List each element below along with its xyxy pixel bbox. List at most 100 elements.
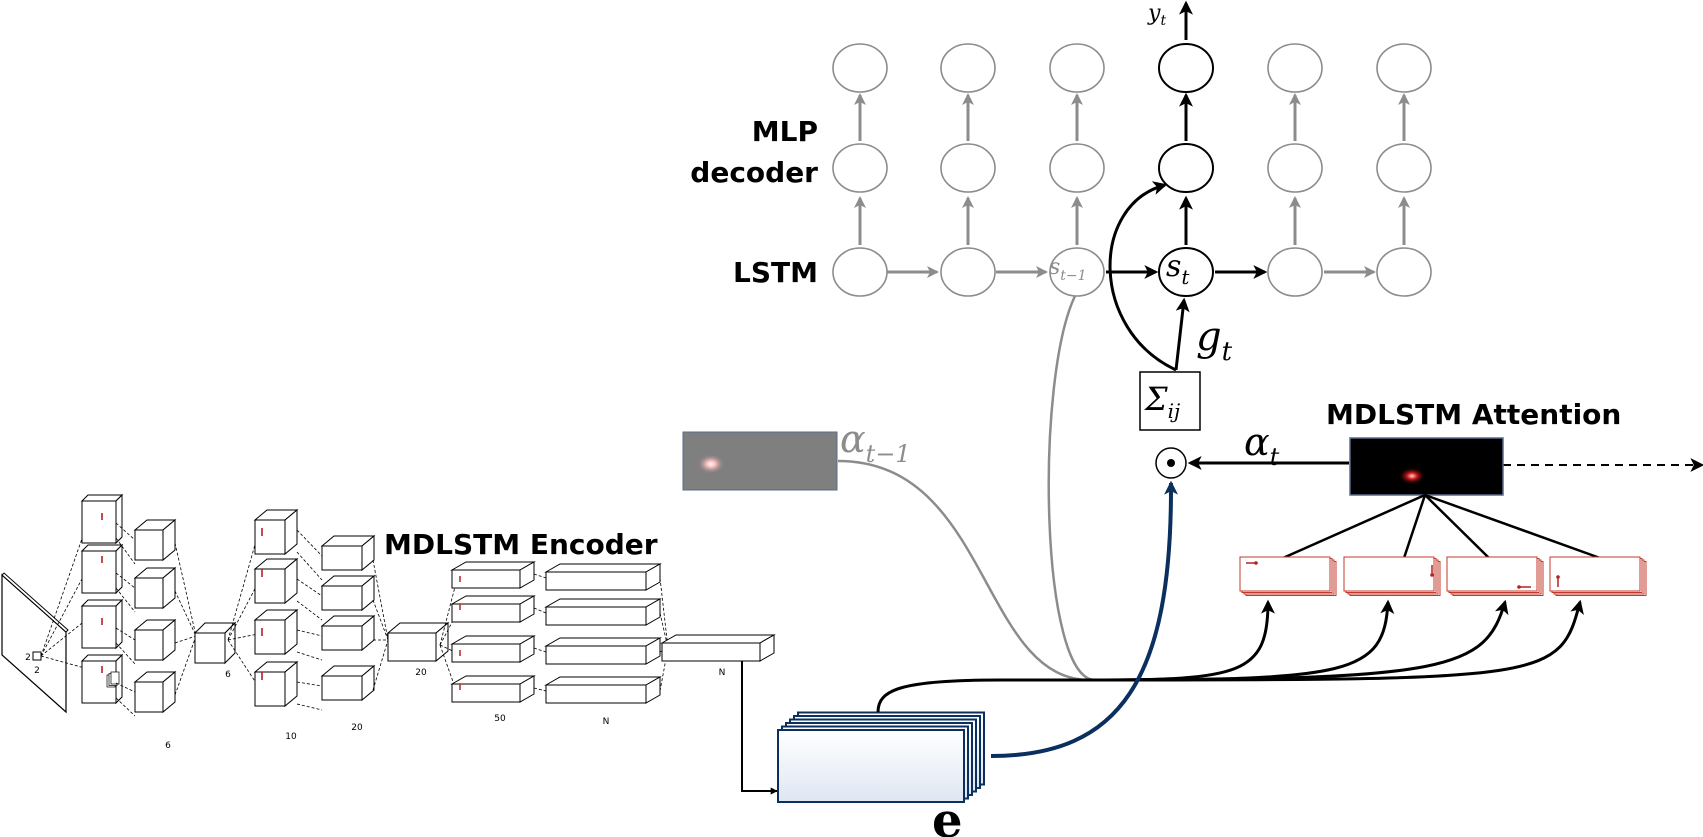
output-node xyxy=(1267,43,1323,93)
lstm-node xyxy=(1376,247,1432,297)
input-image xyxy=(1,573,67,714)
attention-maps: αt−1 MDLSTM Attention xyxy=(682,398,1621,496)
s-t-minus-1-label: st−1 xyxy=(1049,255,1087,284)
encoder-link xyxy=(40,509,93,657)
dim-label: 20 xyxy=(415,668,427,678)
direction-arrowhead-icon xyxy=(1517,585,1521,589)
merge-block xyxy=(386,621,450,663)
output-node xyxy=(1376,43,1432,93)
encoder-link xyxy=(174,635,197,644)
direction-arrowhead-icon xyxy=(1556,575,1560,579)
mdlstm-block xyxy=(450,561,536,589)
dim-label: 2 xyxy=(25,653,31,663)
encoder-link xyxy=(174,635,197,696)
lstm-node xyxy=(1267,247,1323,297)
encoder-link xyxy=(533,573,547,579)
connections xyxy=(837,295,1584,758)
conv-block xyxy=(320,534,376,572)
e-label: e xyxy=(932,793,963,837)
encoder-link xyxy=(115,587,136,613)
conv-block xyxy=(320,614,376,652)
output-node xyxy=(1049,43,1105,93)
alpha-t-minus-1-label: αt−1 xyxy=(840,417,911,468)
output-node xyxy=(1158,43,1214,93)
mdlstm-panel xyxy=(80,598,124,650)
conv-block xyxy=(544,676,662,704)
mdlstm-panel xyxy=(80,493,124,545)
feature-map-stack xyxy=(777,711,985,803)
encoder-link xyxy=(227,633,259,641)
conv-block xyxy=(544,637,662,665)
sigma-label: Σij xyxy=(1144,380,1180,423)
output-node xyxy=(832,43,888,93)
dim-label: 50 xyxy=(494,714,506,724)
decoder-vertical-arrows xyxy=(854,92,1410,245)
conv-block xyxy=(133,618,177,662)
encoder-link xyxy=(115,572,136,589)
encoder-link xyxy=(659,577,669,649)
dim-label: 2 xyxy=(34,666,40,676)
encoder-link xyxy=(439,578,458,646)
attention-layer-sheet xyxy=(1549,556,1641,592)
encoder-link xyxy=(533,687,547,692)
decoder-label: decoder xyxy=(690,156,818,189)
feature-map-e: e xyxy=(741,661,985,837)
lstm-node xyxy=(1049,247,1105,297)
encoder-link xyxy=(115,522,136,541)
dim-label: 20 xyxy=(351,723,363,733)
encoder-link xyxy=(296,600,323,621)
glimpse-block: gt Σij αt xyxy=(1108,181,1703,479)
input-image-edge xyxy=(1,572,69,633)
attention-mdlstm-layers xyxy=(1239,493,1647,596)
conv-block xyxy=(320,574,376,612)
encoder-link xyxy=(227,582,259,641)
lstm-node xyxy=(832,247,888,297)
dim-label: 6 xyxy=(225,670,231,680)
alpha-t-label: αt xyxy=(1244,420,1280,471)
direction-arrowhead-icon xyxy=(1430,573,1434,577)
encoder-link xyxy=(372,559,389,641)
lstm-node xyxy=(1158,247,1214,297)
mdlstm-block xyxy=(450,675,536,703)
lstm-node xyxy=(940,247,996,297)
mdlstm-block xyxy=(253,508,299,556)
encoder-link xyxy=(174,590,197,637)
conv-block xyxy=(544,563,662,591)
attention-layer-sheet xyxy=(1239,556,1331,592)
encoder-link xyxy=(296,681,323,687)
mdlstm-block xyxy=(253,608,299,656)
encoder-link xyxy=(372,639,389,691)
mlp-node xyxy=(940,143,996,193)
mdlstm-encoder-label: MDLSTM Encoder xyxy=(384,528,658,561)
mlp-node xyxy=(1049,143,1105,193)
dim-label: N xyxy=(719,668,726,678)
mdlstm-encoder: MDLSTM Encoder 22 6 6 10 20 20 50 N N xyxy=(1,493,776,751)
g-t-label: gt xyxy=(1196,314,1233,367)
conv-block xyxy=(133,518,177,562)
mdlstm-attention-label: MDLSTM Attention xyxy=(1326,398,1621,431)
subsample-grid xyxy=(110,671,120,685)
encoder-link xyxy=(659,612,669,649)
conv-block xyxy=(320,664,376,702)
feature-map-sheet xyxy=(777,729,965,803)
encoder-link xyxy=(296,629,323,637)
encoder-link xyxy=(115,537,136,565)
dim-label: 10 xyxy=(285,732,297,742)
output-node xyxy=(940,43,996,93)
mlp-label: MLP xyxy=(752,115,818,148)
mdlstm-block xyxy=(450,595,536,623)
dim-label: 6 xyxy=(165,741,171,751)
encoder-link xyxy=(372,599,389,641)
odot-center xyxy=(1167,459,1175,467)
attention-layer-sheet xyxy=(1446,556,1538,592)
encoder-link xyxy=(296,529,323,557)
input-patch xyxy=(32,651,42,661)
dim-label: N xyxy=(603,717,610,727)
encoder-link xyxy=(533,607,547,614)
encoder-link xyxy=(296,551,323,581)
sigma-sum-box xyxy=(1139,371,1201,431)
encoder-link xyxy=(40,655,93,671)
conv-block xyxy=(133,670,177,714)
encoder-link xyxy=(227,533,259,641)
